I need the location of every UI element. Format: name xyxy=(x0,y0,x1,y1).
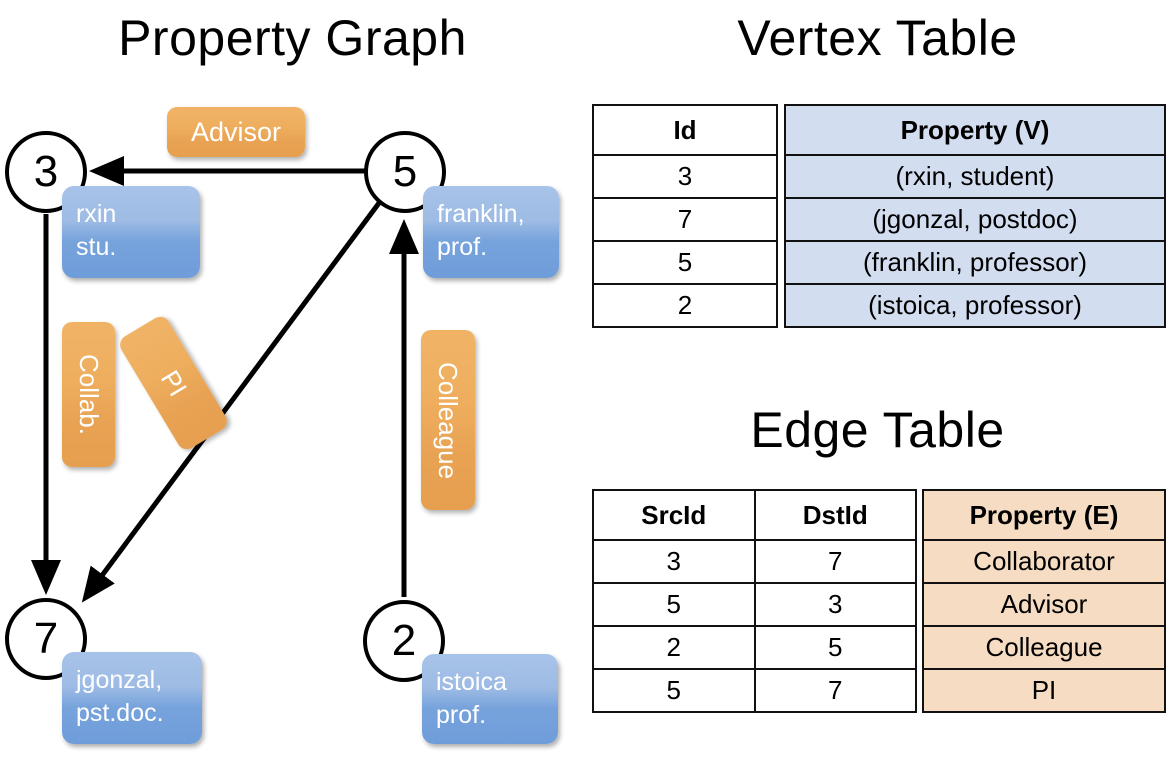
vertex-property-box-3-line1: rxin xyxy=(76,200,117,228)
edge-label-colleague-text: Colleague xyxy=(433,361,464,479)
edge-table-cell-dstid: 7 xyxy=(753,668,917,713)
vertex-property-box-2: istoica prof. xyxy=(422,654,558,744)
table-row: 3 7 xyxy=(592,539,917,584)
edge-table-cell-srcid: 5 xyxy=(592,668,756,713)
vertex-table-header-id: Id xyxy=(592,104,778,156)
table-row: Advisor xyxy=(922,582,1166,627)
edge-table-cell-property: Advisor xyxy=(922,582,1166,627)
vertex-table-cell-id: 5 xyxy=(592,240,778,285)
property-graph-panel: Property Graph Advisor Collab. PI xyxy=(5,10,559,744)
edge-table-cell-srcid: 5 xyxy=(592,582,756,627)
edge-table-id-columns: SrcId DstId 3 7 5 3 2 5 5 7 xyxy=(592,489,917,713)
edge-table-cell-srcid: 3 xyxy=(592,539,756,584)
table-row: (franklin, professor) xyxy=(784,240,1166,285)
graph-edges-layer xyxy=(31,156,419,603)
vertex-table-cell-property: (istoica, professor) xyxy=(784,283,1166,328)
edge-label-advisor: Advisor xyxy=(167,107,305,157)
table-row: 5 xyxy=(592,240,778,285)
table-row: (istoica, professor) xyxy=(784,283,1166,328)
table-header-row: SrcId DstId xyxy=(592,489,917,541)
table-row: (rxin, student) xyxy=(784,154,1166,199)
vertex-table-cell-property: (rxin, student) xyxy=(784,154,1166,199)
edge-5-to-7-pi xyxy=(81,201,382,603)
edge-table-header-dstid: DstId xyxy=(753,489,917,541)
vertex-property-box-7-line1: jgonzal, xyxy=(76,666,163,694)
graph-node-2-label: 2 xyxy=(391,616,417,665)
table-header-row: Id xyxy=(592,104,778,156)
graph-node-2[interactable]: 2 xyxy=(363,600,445,682)
table-row: Collaborator xyxy=(922,539,1166,584)
edge-table-property-column: Property (E) Collaborator Advisor Collea… xyxy=(922,489,1166,713)
table-row: 2 5 xyxy=(592,625,917,670)
vertex-table-cell-id: 2 xyxy=(592,283,778,328)
edge-table-header-property: Property (E) xyxy=(922,489,1166,541)
edge-label-advisor-text: Advisor xyxy=(190,116,282,147)
vertex-table-id-column: Id 3 7 5 2 xyxy=(592,104,778,328)
edge-table-cell-dstid: 3 xyxy=(753,582,917,627)
vertex-property-box-2-line1: istoica xyxy=(436,668,507,696)
edge-label-colleague: Colleague xyxy=(421,330,475,510)
edge-label-pi-text: PI xyxy=(154,364,194,402)
vertex-property-box-5-line2: prof. xyxy=(437,233,488,261)
vertex-property-box-3-line2: stu. xyxy=(76,233,117,261)
vertex-table-cell-id: 7 xyxy=(592,197,778,242)
table-row: 3 xyxy=(592,154,778,199)
graph-node-3-label: 3 xyxy=(33,147,59,196)
edge-table-cell-property: Colleague xyxy=(922,625,1166,670)
vertex-property-box-3: rxin stu. xyxy=(62,186,200,278)
table-row: Colleague xyxy=(922,625,1166,670)
page-title-edge-table: Edge Table xyxy=(750,402,1005,458)
edge-table-cell-dstid: 7 xyxy=(753,539,917,584)
vertex-table-cell-property: (jgonzal, postdoc) xyxy=(784,197,1166,242)
vertex-property-box-5-line1: franklin, xyxy=(437,200,525,228)
graph-node-7-label: 7 xyxy=(33,614,59,663)
edge-label-collab-text: Collab. xyxy=(74,354,104,435)
edge-table-cell-property: PI xyxy=(922,668,1166,713)
vertex-property-box-7: jgonzal, pst.doc. xyxy=(62,652,202,744)
graph-node-5-label: 5 xyxy=(392,147,418,196)
table-header-row: Property (E) xyxy=(922,489,1166,541)
vertex-table-property-column: Property (V) (rxin, student) (jgonzal, p… xyxy=(784,104,1166,328)
page-title-property-graph: Property Graph xyxy=(118,10,467,66)
table-header-row: Property (V) xyxy=(784,104,1166,156)
table-row: 5 3 xyxy=(592,582,917,627)
edge-table-header-srcid: SrcId xyxy=(592,489,756,541)
page-title-vertex-table: Vertex Table xyxy=(737,10,1018,66)
table-row: 2 xyxy=(592,283,778,328)
edge-table-cell-srcid: 2 xyxy=(592,625,756,670)
edge-label-collab: Collab. xyxy=(62,322,115,467)
vertex-property-box-2-line2: prof. xyxy=(436,701,487,729)
vertex-table-cell-property: (franklin, professor) xyxy=(784,240,1166,285)
edge-table-cell-dstid: 5 xyxy=(753,625,917,670)
graph-node-5[interactable]: 5 xyxy=(364,131,446,213)
edge-table-cell-property: Collaborator xyxy=(922,539,1166,584)
table-row: PI xyxy=(922,668,1166,713)
table-row: 5 7 xyxy=(592,668,917,713)
vertex-table-header-property: Property (V) xyxy=(784,104,1166,156)
vertex-table-cell-id: 3 xyxy=(592,154,778,199)
table-row: 7 xyxy=(592,197,778,242)
table-row: (jgonzal, postdoc) xyxy=(784,197,1166,242)
vertex-property-box-7-line2: pst.doc. xyxy=(76,699,164,727)
vertex-property-box-5: franklin, prof. xyxy=(423,186,559,278)
